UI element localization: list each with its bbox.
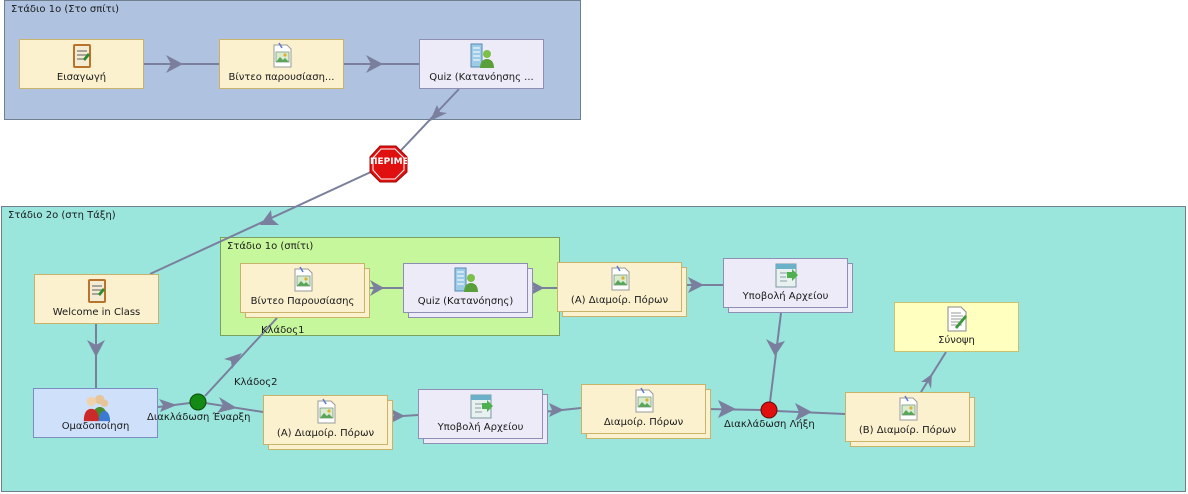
arrowhead xyxy=(260,210,279,225)
submit-top-node[interactable]: Υποβολή Αρχείου xyxy=(723,258,848,308)
a-resources-bottom-node[interactable]: (Α) Διαμοίρ. Πόρων xyxy=(263,395,388,445)
image-icon xyxy=(312,398,340,426)
arrowhead xyxy=(921,374,932,389)
quiz-full-label: Quiz (Κατανόησης) xyxy=(417,296,514,307)
welcome-node[interactable]: Welcome in Class xyxy=(34,274,159,324)
submit-bottom-node[interactable]: Υποβολή Αρχείου xyxy=(418,389,543,439)
image-icon xyxy=(268,42,296,70)
edge-stop-welcome xyxy=(149,170,374,275)
quiz-node[interactable]: Quiz (Κατανόησης ... xyxy=(419,39,544,89)
arrowhead xyxy=(718,400,736,418)
arrowhead xyxy=(224,353,242,369)
edge-submit-end xyxy=(769,312,782,403)
b-resources-node[interactable]: (Β) Διαμοίρ. Πόρων xyxy=(845,392,970,442)
submit-top-label: Υποβολή Αρχείου xyxy=(742,291,829,302)
branch-start-label: Διακλάδωση Έναρξη xyxy=(147,412,251,423)
a-resources-bottom-label: (Α) Διαμοίρ. Πόρων xyxy=(276,428,375,439)
summary-label: Σύνοψη xyxy=(938,335,975,346)
intro-label: Εισαγωγή xyxy=(56,72,107,83)
arrowhead xyxy=(391,409,405,423)
a-resources-top-label: (Α) Διαμοίρ. Πόρων xyxy=(570,295,669,306)
summary-node[interactable]: Σύνοψη xyxy=(894,302,1019,352)
notebook-icon xyxy=(68,42,96,70)
branch-end-gate xyxy=(760,401,778,419)
video-presentation-label: Βίντεο παρουσίαση... xyxy=(228,72,335,83)
b-resources-label: (Β) Διαμοίρ. Πόρων xyxy=(858,425,957,436)
branch-end-label: Διακλάδωση Λήξη xyxy=(724,419,815,430)
image-icon xyxy=(606,265,634,293)
arrowhead xyxy=(87,340,105,357)
arrowhead xyxy=(430,105,447,121)
branch2-label: Κλάδος2 xyxy=(234,377,278,388)
stop-sign-label: ΠΕΡΙΜΕΝΕ xyxy=(370,157,407,167)
stop-sign-icon xyxy=(369,145,408,183)
a-resources-top-node[interactable]: (Α) Διαμοίρ. Πόρων xyxy=(557,262,682,312)
branch-start-gate xyxy=(189,393,207,411)
group-icon xyxy=(79,392,113,422)
welcome-label: Welcome in Class xyxy=(52,307,141,318)
grouping-label: Ομαδοποίηση xyxy=(61,421,130,432)
quiz-icon xyxy=(452,266,480,294)
quiz-full-node[interactable]: Quiz (Κατανόησης) xyxy=(403,263,528,313)
video-full-label: Βίντεο Παρουσίασης xyxy=(250,296,355,307)
image-icon xyxy=(289,266,317,294)
submit-bottom-label: Υποβολή Αρχείου xyxy=(437,422,524,433)
grouping-node[interactable]: Ομαδοποίηση xyxy=(33,388,158,438)
image-icon xyxy=(630,387,658,415)
arrowhead xyxy=(217,397,237,413)
upload-icon xyxy=(467,392,495,420)
arrowhead xyxy=(549,403,564,417)
edge-start-video xyxy=(204,317,278,397)
stage1-title: Στάδιο 1ο (Στο σπίτι) xyxy=(11,4,119,15)
intro-node[interactable]: Εισαγωγή xyxy=(19,39,144,89)
arrowhead xyxy=(766,339,785,356)
arrowhead xyxy=(159,399,177,412)
quiz-label: Quiz (Κατανόησης ... xyxy=(429,72,534,83)
video-full-node[interactable]: Βίντεο Παρουσίασης xyxy=(240,263,365,313)
arrowhead xyxy=(166,55,183,73)
arrowhead xyxy=(688,277,704,293)
quiz-icon xyxy=(468,42,496,70)
substage-title: Στάδιο 1ο (σπίτι) xyxy=(227,241,314,252)
image-icon xyxy=(894,395,922,423)
upload-icon xyxy=(772,261,800,289)
stage2-title: Στάδιο 2ο (στη Τάξη) xyxy=(8,210,116,221)
branch1-label: Κλάδος1 xyxy=(261,325,305,336)
arrowhead xyxy=(531,281,544,295)
arrowhead xyxy=(795,403,812,421)
resources-mid-node[interactable]: Διαμοίρ. Πόρων xyxy=(581,384,706,434)
video-presentation-node[interactable]: Βίντεο παρουσίαση... xyxy=(219,39,344,89)
notebook-icon xyxy=(83,277,111,305)
resources-mid-label: Διαμοίρ. Πόρων xyxy=(603,417,684,428)
edge-bresources-summary xyxy=(920,351,947,393)
arrowhead xyxy=(370,280,384,296)
arrowhead xyxy=(366,55,383,73)
document-icon xyxy=(943,305,971,333)
